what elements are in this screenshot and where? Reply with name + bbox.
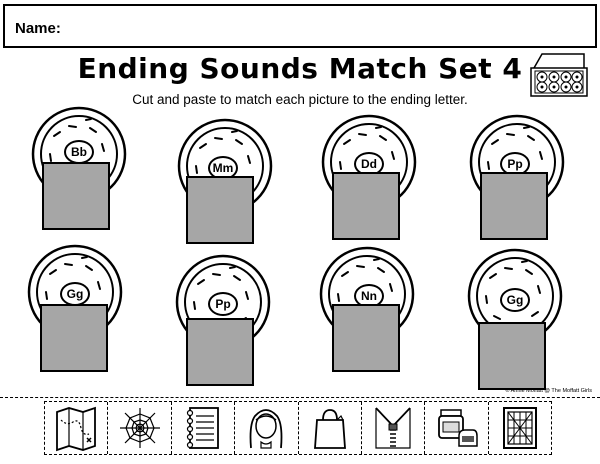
paste-box[interactable]	[186, 318, 254, 386]
ending-letter-badge: Bb	[64, 140, 94, 164]
donut-card: Bb	[24, 104, 134, 234]
donut-card: Nn	[312, 244, 422, 374]
worksheet-instructions: Cut and paste to match each picture to t…	[132, 92, 468, 107]
cut-line	[0, 397, 600, 398]
cut-picture-card[interactable]	[108, 402, 172, 454]
donut-card: Dd	[314, 112, 424, 242]
donut-box-icon	[530, 53, 588, 97]
donut-card: Gg	[20, 242, 130, 372]
cut-picture-card[interactable]	[489, 402, 551, 454]
window-icon	[502, 407, 537, 449]
jam-and-bread-icon	[438, 409, 479, 447]
donut-card: Pp	[168, 252, 278, 386]
name-label: Name:	[15, 20, 61, 37]
worksheet-title: Ending Sounds Match Set 4	[77, 52, 523, 85]
cut-picture-card[interactable]	[425, 402, 489, 454]
zipper-icon	[375, 407, 411, 449]
paste-box[interactable]	[332, 172, 400, 240]
cut-out-picture-strip	[44, 401, 552, 455]
notebook-icon	[186, 407, 219, 449]
cut-picture-card[interactable]	[235, 402, 299, 454]
name-field-box[interactable]: Name:	[3, 4, 597, 48]
paste-box[interactable]	[42, 162, 110, 230]
paste-box[interactable]	[40, 304, 108, 372]
donut-card: Mm	[170, 116, 280, 246]
ending-letter-badge: Gg	[500, 288, 530, 312]
girl-head-icon	[249, 409, 283, 449]
copyright-credit: © Annie Moffatt @ The Moffatt Girls	[505, 388, 592, 394]
cut-picture-card[interactable]	[172, 402, 236, 454]
ending-letter-badge: Gg	[60, 282, 90, 306]
ending-letter-badge: Pp	[208, 292, 238, 316]
donut-card: Gg	[460, 246, 570, 390]
cut-picture-card[interactable]	[299, 402, 362, 454]
cut-picture-card[interactable]	[45, 402, 109, 454]
shopping-bag-icon	[313, 409, 346, 449]
spider-web-icon	[119, 408, 160, 448]
paste-box[interactable]	[478, 322, 546, 390]
map-icon	[56, 406, 97, 452]
cut-picture-card[interactable]	[362, 402, 426, 454]
paste-box[interactable]	[186, 176, 254, 244]
paste-box[interactable]	[332, 304, 400, 372]
donut-card: Pp	[462, 112, 572, 242]
paste-box[interactable]	[480, 172, 548, 240]
